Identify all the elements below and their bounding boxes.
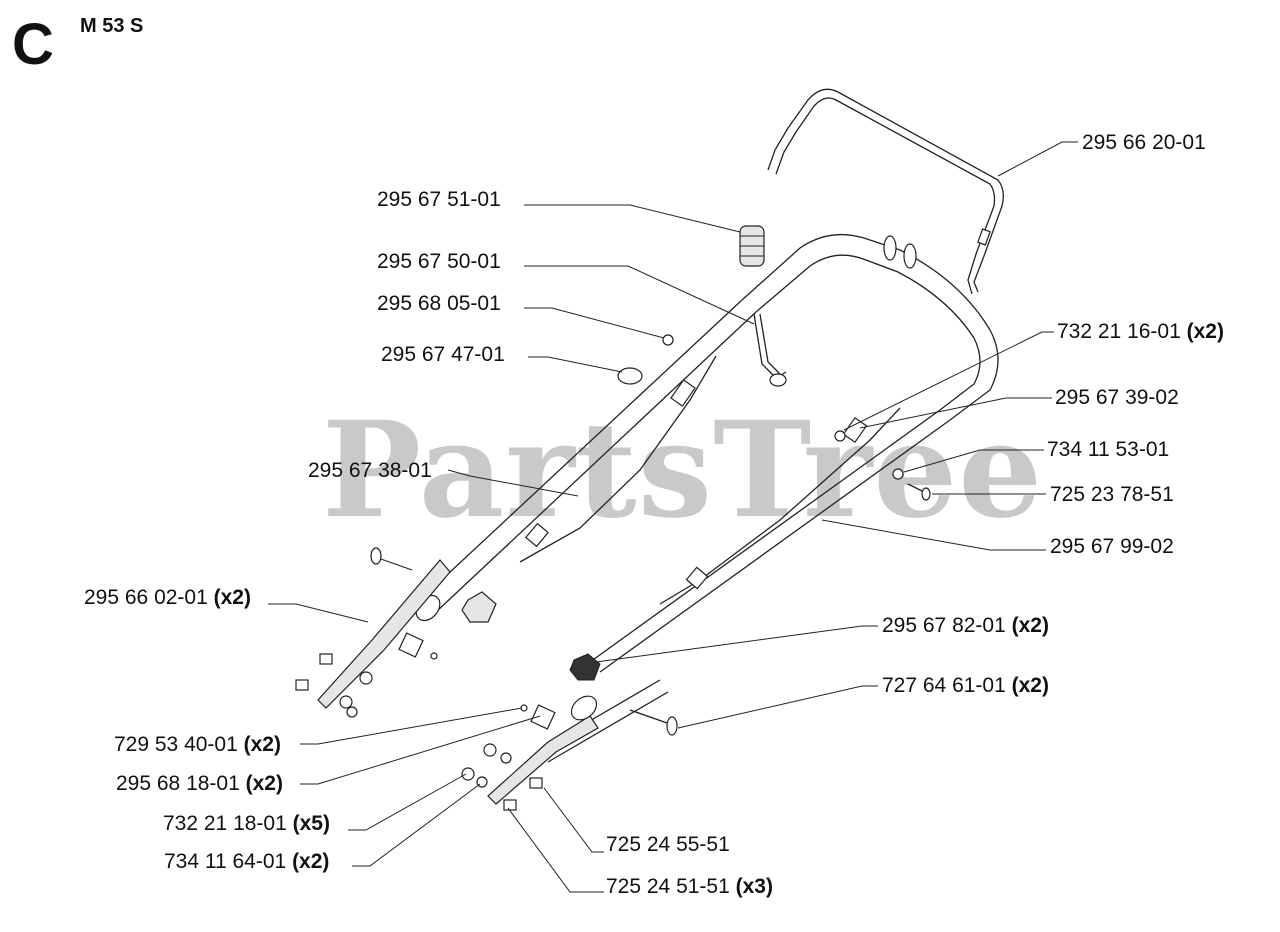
knob-right: [569, 653, 601, 681]
lower-bracket-left: [317, 559, 451, 709]
part-label: 734 11 53-01: [1047, 438, 1169, 461]
main-handle-top-inner: [755, 254, 981, 411]
part-label: 295 67 38-01: [308, 459, 432, 482]
main-handle-top: [741, 234, 999, 421]
screw-small-left: [430, 652, 438, 660]
washer-left-1: [339, 695, 353, 709]
part-label: 295 68 05-01: [377, 292, 501, 315]
part-label: 295 67 39-02: [1055, 386, 1179, 409]
cable-left-clamp: [670, 379, 696, 407]
part-label: 295 67 51-01: [377, 188, 501, 211]
knob-left: [461, 591, 497, 623]
part-label: 729 53 40-01 (x2): [114, 733, 281, 756]
cable-left-adjuster: [525, 522, 549, 548]
cable-right: [659, 407, 901, 605]
nut-right-2: [500, 752, 512, 764]
part-label: 727 64 61-01 (x2): [882, 674, 1049, 697]
grommet-spring: [739, 225, 765, 267]
cable-clip-right: [530, 704, 556, 730]
bolt-left-bottom: [295, 679, 309, 691]
part-label: 732 21 18-01 (x5): [163, 812, 330, 835]
brake-lever-end: [769, 373, 787, 387]
cable-right-adjuster: [685, 566, 709, 590]
part-label: 732 21 16-01 (x2): [1057, 320, 1224, 343]
handle-left-leg-inner: [435, 311, 757, 613]
part-label: 734 11 64-01 (x2): [164, 850, 329, 873]
nut-right-1: [483, 743, 497, 757]
bolt-left-top: [370, 547, 413, 571]
upper-handle-bar-inner: [775, 97, 996, 295]
lower-bracket-right: [487, 715, 599, 805]
handle-grip-ring-2: [903, 243, 917, 269]
nut-right-3: [461, 767, 475, 781]
part-label: 295 67 82-01 (x2): [882, 614, 1049, 637]
bolt-right-b: [503, 799, 517, 811]
part-label: 295 67 50-01: [377, 250, 501, 273]
handle-pin: [629, 709, 678, 736]
nut-brake: [662, 334, 674, 346]
bolt-left-mid: [319, 653, 333, 665]
part-label: 725 23 78-51: [1050, 483, 1174, 506]
part-label: 295 66 02-01 (x2): [84, 586, 251, 609]
washer-734-11-53: [892, 468, 904, 480]
cable-left: [519, 355, 717, 563]
part-label: 295 67 99-02: [1050, 535, 1174, 558]
section-letter: C: [12, 12, 54, 77]
part-label: 725 24 55-51: [606, 833, 730, 856]
handle-grip-ring-1: [883, 235, 897, 261]
leader-lines: [268, 141, 1078, 893]
nut-732-21-16: [834, 430, 846, 442]
nut-left-1: [359, 671, 373, 685]
pin-725-23-78: [907, 483, 931, 501]
part-label: 725 24 51-51 (x3): [606, 875, 773, 898]
clip-ring: [617, 367, 643, 385]
handle-left-leg: [419, 299, 743, 601]
upper-handle-clamp: [977, 228, 991, 246]
cable-clip-left: [398, 632, 424, 658]
washer-left-2: [346, 706, 358, 718]
model-name: M 53 S: [80, 15, 143, 37]
handle-drawing: [295, 88, 1004, 811]
part-labels: 295 66 20-01 295 67 51-01 295 67 50-01 2…: [84, 131, 1224, 898]
brake-lever: [753, 313, 787, 379]
part-label: 295 66 20-01: [1082, 131, 1206, 154]
handle-right-leg: [599, 419, 951, 673]
part-label: 295 68 18-01 (x2): [116, 772, 283, 795]
upper-handle-bar: [767, 88, 1004, 293]
handle-right-leg-inner: [589, 409, 941, 663]
watermark: PartsTree: [322, 393, 1043, 548]
part-label: 295 67 47-01: [381, 343, 505, 366]
bolt-right-a: [529, 777, 543, 789]
